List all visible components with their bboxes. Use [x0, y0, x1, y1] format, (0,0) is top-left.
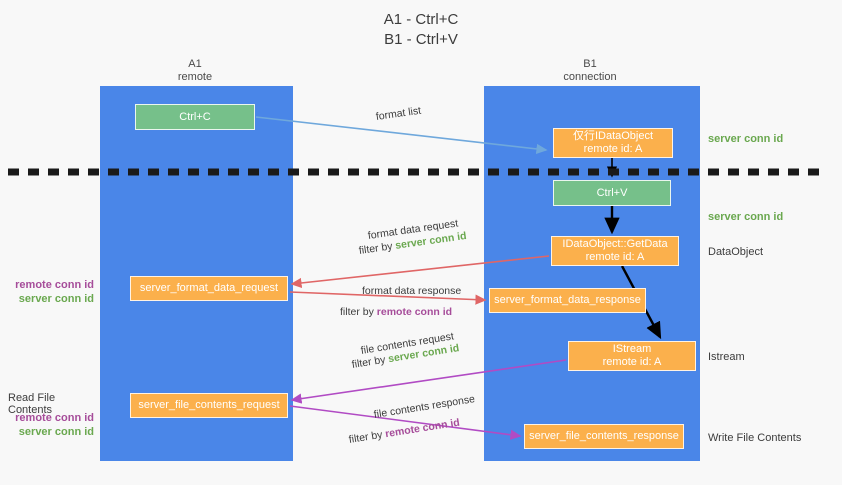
- node-idataobject[interactable]: 仅行IDataObject remote id: A: [553, 128, 673, 158]
- filter-by-label: filter by: [340, 306, 377, 318]
- label-remote-conn-id: remote conn id: [15, 279, 94, 291]
- arrow-file-contents-request: [290, 359, 567, 404]
- diagram-title: A1 - Ctrl+C B1 - Ctrl+V: [0, 10, 842, 50]
- label-read-file-contents: Read File Contents: [8, 392, 56, 416]
- column-header-b1: B1 connection: [525, 58, 655, 84]
- node-server-format-data-request[interactable]: server_format_data_request: [130, 276, 288, 301]
- node-server-format-data-response[interactable]: server_format_data_response: [489, 288, 646, 313]
- node-idataobject-subtext: remote id: A: [583, 143, 643, 155]
- label-server-conn-id-top: server conn id: [708, 133, 784, 145]
- node-idataobject-label: 仅行IDataObject: [572, 130, 654, 142]
- label-dataobject: DataObject: [708, 246, 764, 258]
- node-ctrl-v-label: Ctrl+V: [596, 186, 628, 199]
- node-ctrl-v[interactable]: Ctrl+V: [553, 180, 671, 206]
- arrow-format-data-response: [289, 291, 487, 305]
- node-getdata-subtext: remote id: A: [585, 251, 645, 263]
- node-ctrl-c[interactable]: Ctrl+C: [135, 104, 255, 130]
- label-conn-ids-file: remote conn id server conn id: [8, 411, 94, 439]
- node-server-file-contents-response[interactable]: server_file_contents_response: [524, 424, 684, 449]
- arrow-file-contents-response: [289, 405, 522, 440]
- node-idataobject-getdata[interactable]: IDataObject::GetData remote id: A: [551, 236, 679, 266]
- label-write-file-contents: Write File Contents: [708, 432, 802, 444]
- label-conn-ids-format: remote conn id server conn id: [8, 278, 94, 306]
- label-server-conn-id: server conn id: [18, 426, 94, 438]
- node-server-file-contents-request-label: server_file_contents_request: [138, 399, 280, 411]
- label-server-conn-id: server conn id: [18, 293, 94, 305]
- label-server-conn-id-mid: server conn id: [708, 211, 784, 223]
- node-istream[interactable]: IStream remote id: A: [568, 341, 696, 371]
- node-server-format-data-request-label: server_format_data_request: [139, 282, 279, 294]
- node-server-file-contents-request[interactable]: server_file_contents_request: [130, 393, 288, 418]
- caption-format-data-response-text: format data response: [362, 285, 462, 297]
- column-header-a1: A1 remote: [130, 58, 260, 84]
- column-a1-name: A1: [188, 58, 202, 70]
- arrow-format-list: [255, 116, 548, 155]
- column-b1-sub: connection: [563, 71, 617, 83]
- node-ctrl-c-label: Ctrl+C: [179, 110, 211, 123]
- column-b1-name: B1: [583, 58, 597, 70]
- node-getdata-label: IDataObject::GetData: [562, 238, 668, 250]
- caption-format-data-response: format data response: [362, 285, 461, 298]
- remote-conn-id-token: remote conn id: [376, 306, 453, 318]
- node-istream-subtext: remote id: A: [602, 356, 662, 368]
- column-a1-sub: remote: [177, 71, 213, 83]
- title-line-1: A1 - Ctrl+C: [383, 11, 459, 28]
- label-istream: Istream: [708, 351, 745, 363]
- node-istream-label: IStream: [612, 343, 652, 355]
- node-server-format-data-response-label: server_format_data_response: [494, 294, 641, 306]
- title-line-2: B1 - Ctrl+V: [384, 31, 458, 48]
- caption-format-data-response-filter: filter by remote conn id: [340, 306, 452, 319]
- node-server-file-contents-response-label: server_file_contents_response: [529, 430, 679, 442]
- arrow-format-data-request: [290, 255, 550, 289]
- label-remote-conn-id: remote conn id: [15, 412, 94, 424]
